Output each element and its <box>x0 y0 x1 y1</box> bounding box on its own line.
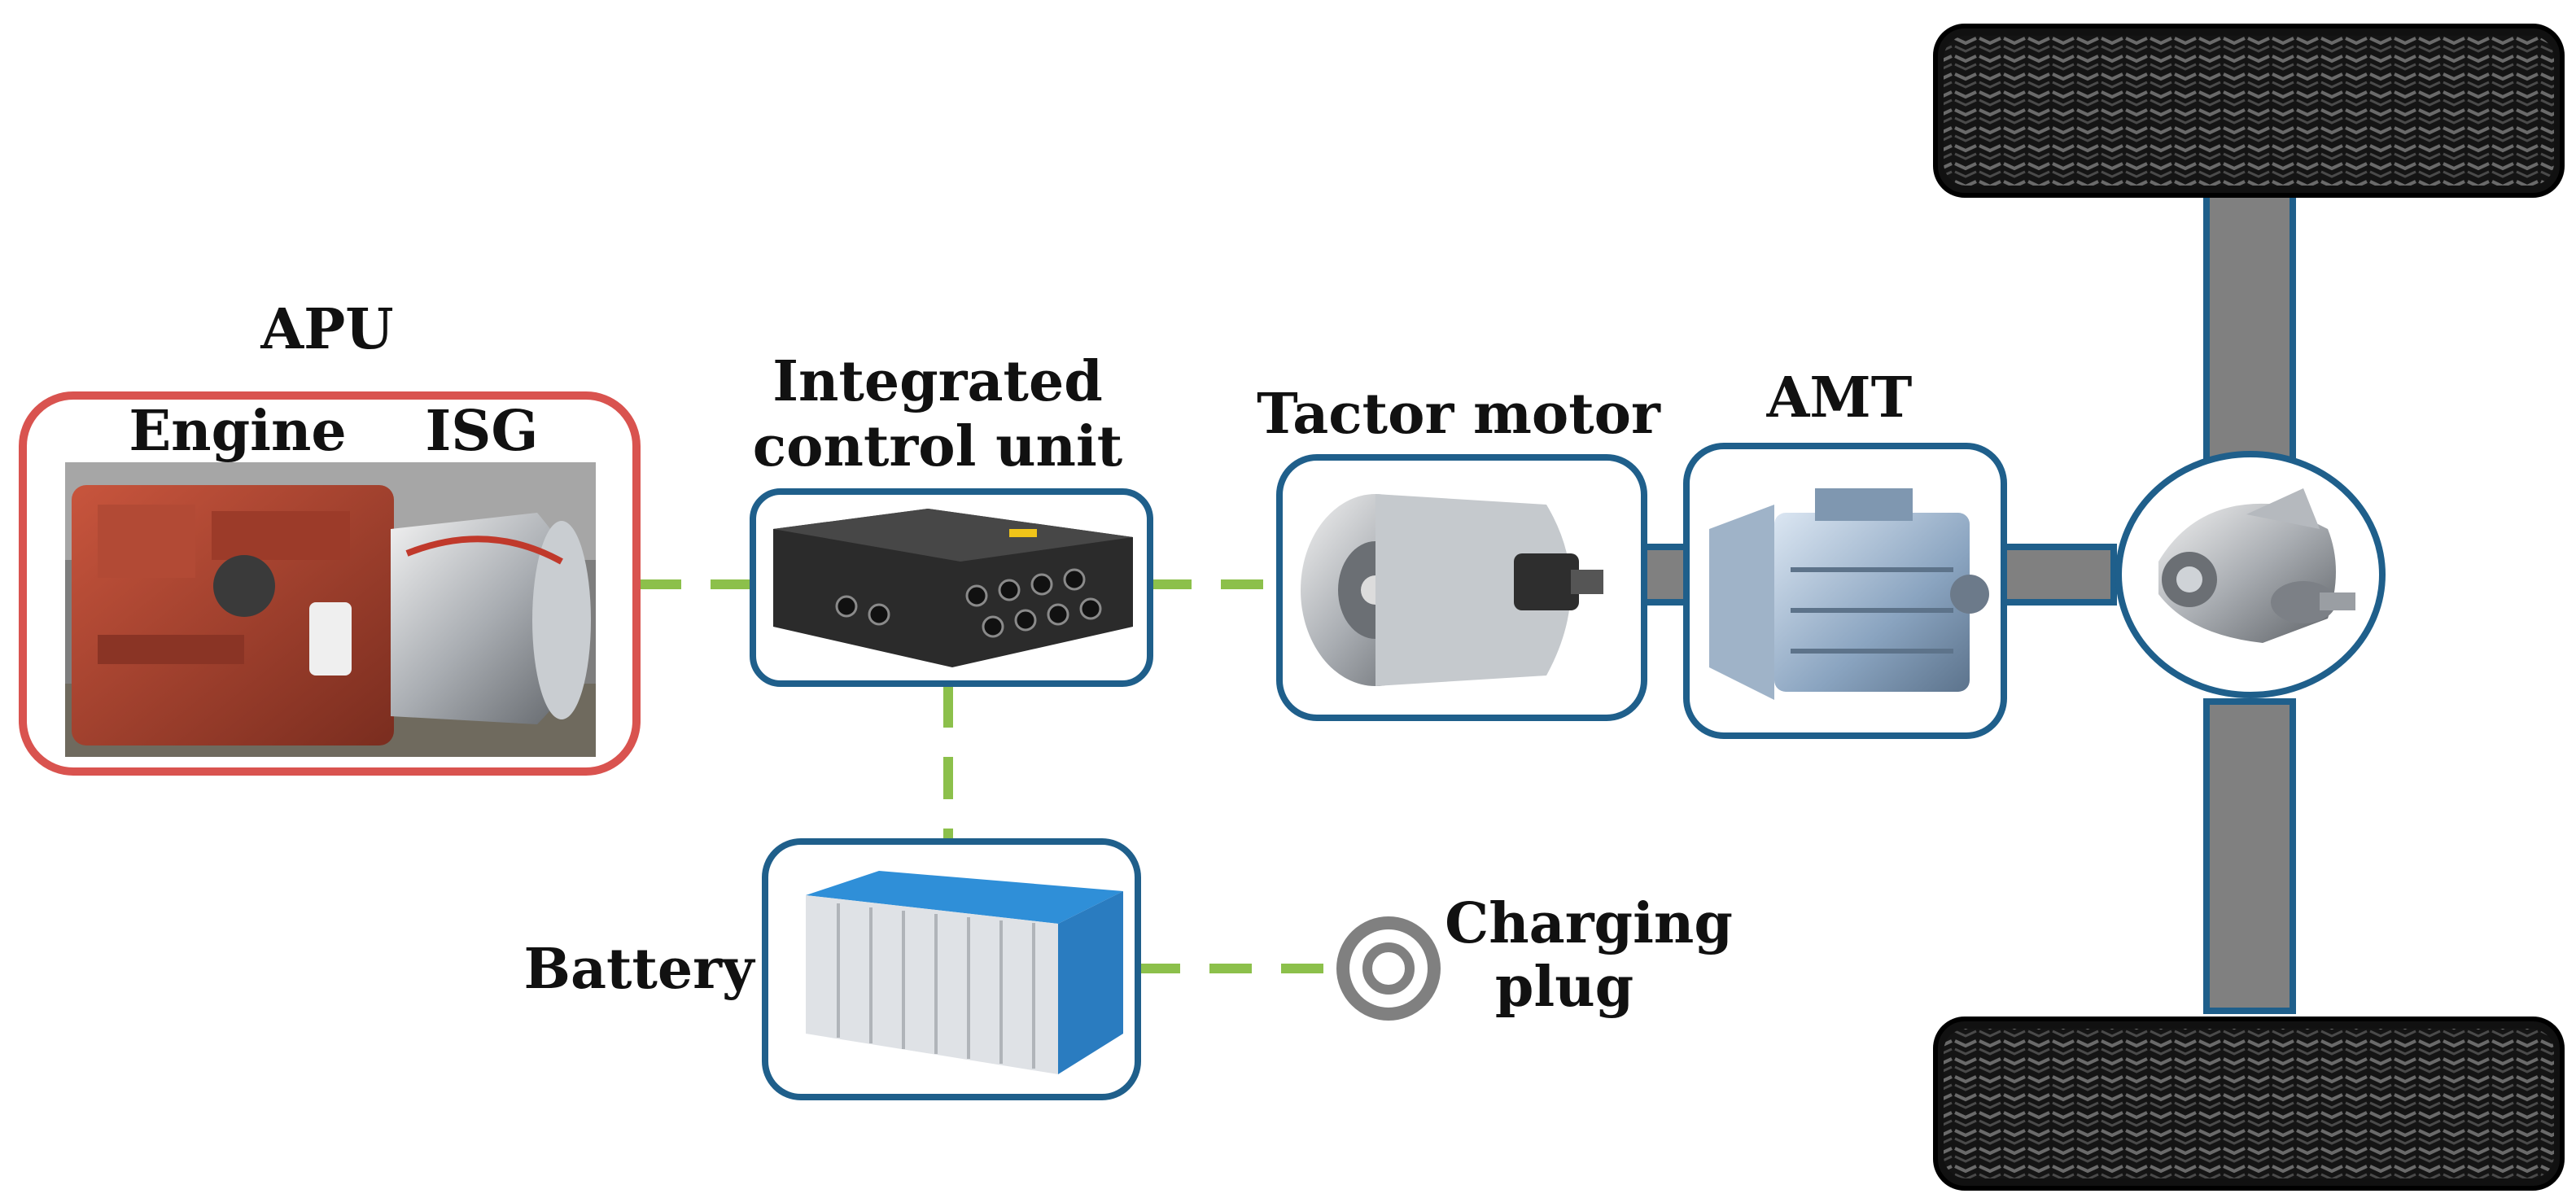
label-charging-line2: plug <box>1495 955 1634 1020</box>
labels: APU Engine ISG Integrated control unit T… <box>129 297 1912 1020</box>
label-charging-line1: Charging <box>1445 891 1733 956</box>
label-battery: Battery <box>524 937 756 1002</box>
differential-icon <box>2158 488 2355 643</box>
label-amt: AMT <box>1766 365 1913 431</box>
label-traction-motor: Tactor motor <box>1257 382 1661 447</box>
shaft-motor-amt <box>1641 544 1690 606</box>
battery <box>762 838 1141 1100</box>
integrated-control-unit <box>750 488 1153 687</box>
differential <box>2115 451 2386 698</box>
isg-icon <box>391 513 591 724</box>
label-apu: APU <box>260 297 393 362</box>
electric-links <box>639 579 1339 973</box>
label-icu-line1: Integrated <box>772 349 1103 414</box>
label-icu-line2: control unit <box>753 414 1123 479</box>
label-engine: Engine <box>129 399 346 464</box>
tire-lower <box>1933 1017 2565 1191</box>
apu-group <box>19 391 641 776</box>
charging-plug-icon <box>1336 916 1441 1021</box>
traction-motor <box>1276 454 1647 721</box>
axle-upper <box>2203 190 2296 483</box>
motor-icon <box>1301 494 1603 686</box>
amt-transmission <box>1683 443 2007 739</box>
tire-upper <box>1933 24 2565 198</box>
label-isg: ISG <box>426 399 539 464</box>
shaft-amt-differential <box>2000 544 2117 606</box>
engine-isg-photo <box>65 462 596 757</box>
engine-icon <box>72 485 394 745</box>
control-unit-icon <box>773 509 1133 667</box>
axle-lower <box>2203 698 2296 1014</box>
gearbox-icon <box>1709 488 1989 700</box>
battery-icon <box>806 871 1123 1074</box>
mechanical-shafts <box>1641 190 2296 1014</box>
